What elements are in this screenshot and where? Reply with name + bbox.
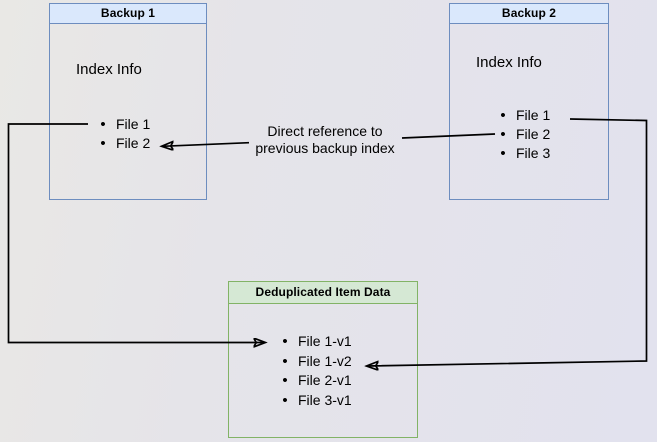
dedup-title: Deduplicated Item Data (229, 282, 417, 304)
list-item: File 1 (499, 106, 550, 125)
backup2-index-info-label: Index Info (476, 54, 542, 71)
backup1-title: Backup 1 (50, 4, 206, 24)
deduplicated-item-data-box: Deduplicated Item Data File 1-v1 File 1-… (228, 281, 418, 438)
backup2-file-list: File 1 File 2 File 3 (499, 106, 550, 163)
list-item: File 1 (99, 115, 150, 134)
backup1-box: Backup 1 Index Info File 1 File 2 (49, 3, 207, 200)
edge-label-line2: previous backup index (255, 140, 395, 156)
list-item: File 3-v1 (281, 391, 352, 411)
direct-reference-edge-label: Direct reference to previous backup inde… (244, 123, 406, 157)
list-item: File 1-v2 (281, 352, 352, 372)
edge-label-line1: Direct reference to (267, 123, 383, 139)
list-item: File 2 (99, 134, 150, 153)
backup1-index-info-label: Index Info (76, 61, 142, 78)
list-item: File 3 (499, 144, 550, 163)
list-item: File 2-v1 (281, 371, 352, 391)
list-item: File 1-v1 (281, 332, 352, 352)
backup2-box: Backup 2 Index Info File 1 File 2 File 3 (449, 3, 609, 200)
list-item: File 2 (499, 125, 550, 144)
backup2-title: Backup 2 (450, 4, 608, 24)
dedup-file-list: File 1-v1 File 1-v2 File 2-v1 File 3-v1 (281, 332, 352, 411)
backup1-file-list: File 1 File 2 (99, 115, 150, 153)
